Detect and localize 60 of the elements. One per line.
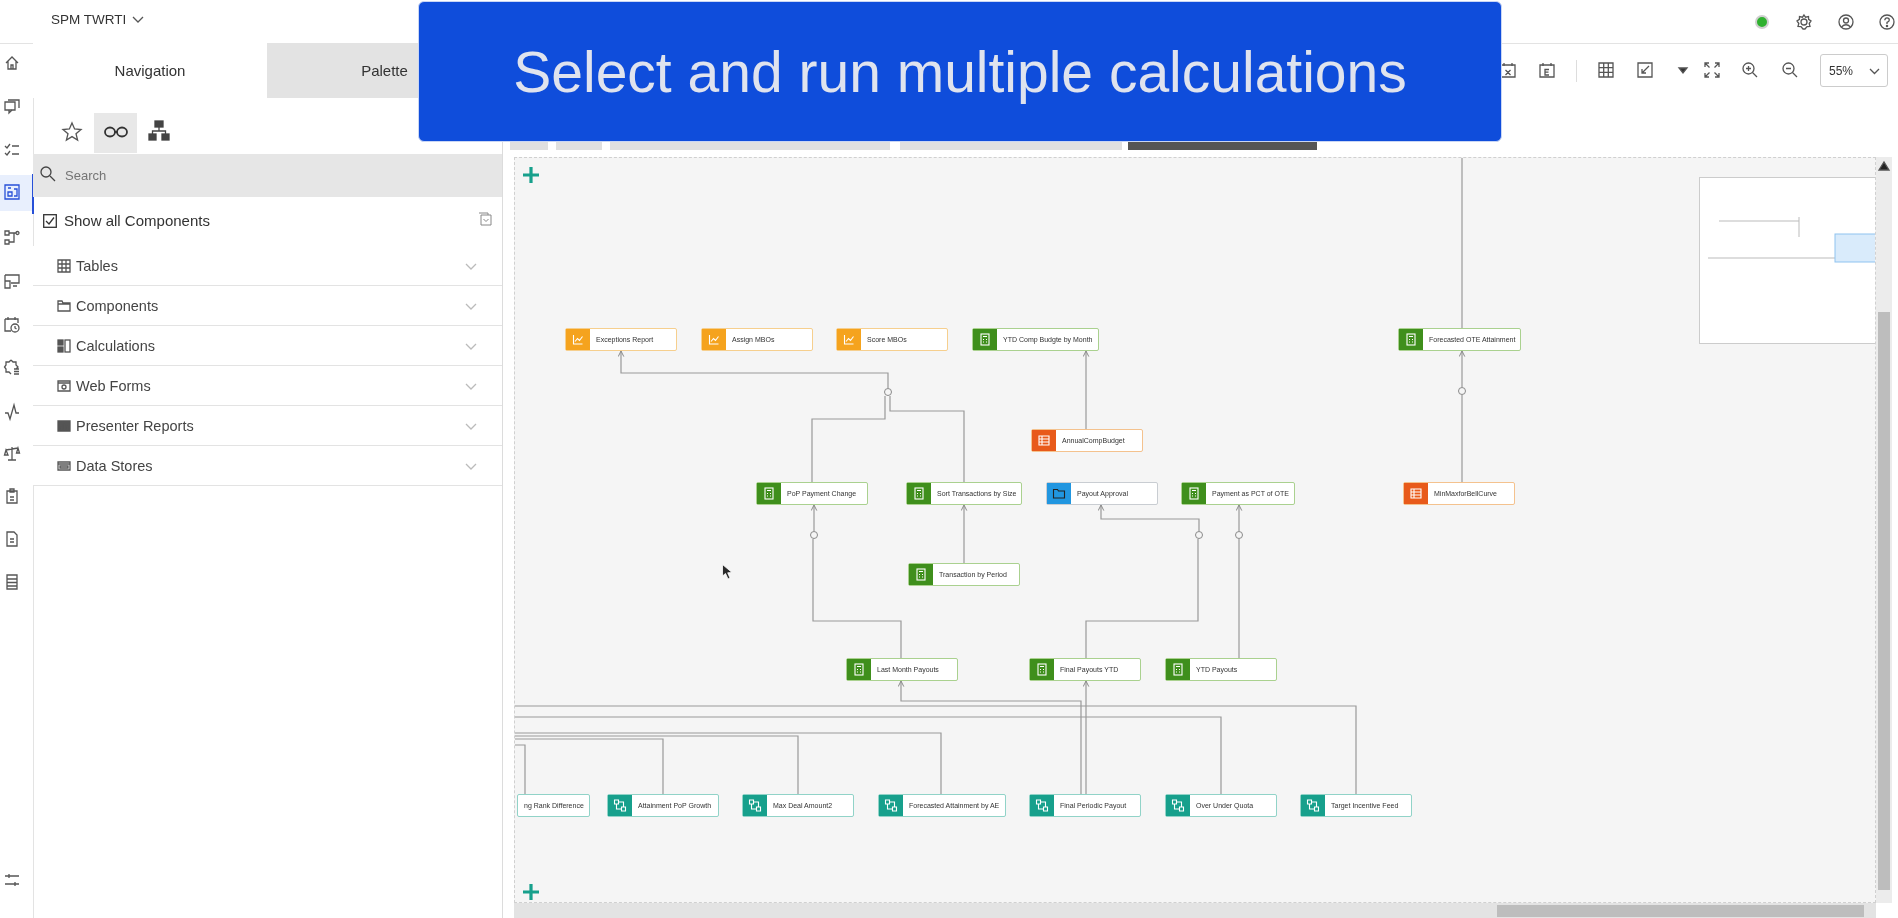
connector-arrow xyxy=(617,350,889,389)
component-card xyxy=(607,794,719,817)
accordion-header: Web Forms xyxy=(33,366,502,406)
component-card xyxy=(1165,658,1277,681)
connector-arrow xyxy=(810,504,818,532)
connector-arrow xyxy=(1458,350,1466,388)
connector-line xyxy=(889,395,965,483)
component-card xyxy=(1300,794,1412,817)
navigation-tab: Navigation xyxy=(33,43,267,98)
junction-circle xyxy=(1195,531,1203,539)
connector-arrow xyxy=(897,680,1082,795)
zoom-level-select: 55% xyxy=(1820,54,1888,87)
component-card xyxy=(742,794,854,817)
connector-line xyxy=(515,732,942,795)
connector-line xyxy=(1461,158,1463,329)
connector-line xyxy=(515,705,1357,795)
accordion-header: Data Stores xyxy=(33,446,502,486)
connector-arrow xyxy=(1082,680,1090,795)
accordion-header: Calculations xyxy=(33,326,502,366)
connector-line xyxy=(1461,394,1463,483)
component-card xyxy=(1398,328,1522,351)
component-card xyxy=(846,658,958,681)
component-card xyxy=(1403,482,1515,505)
connector-arrow xyxy=(1235,504,1243,532)
component-card xyxy=(908,563,1020,586)
component-card xyxy=(836,328,948,351)
connector-line xyxy=(812,538,902,659)
component-card xyxy=(1029,794,1141,817)
connector-line xyxy=(1085,538,1199,659)
component-card xyxy=(906,482,1023,505)
checkbox-label: Show all Components xyxy=(64,212,210,229)
connector-line xyxy=(1238,538,1240,659)
accordion-header: Presenter Reports xyxy=(33,406,502,446)
connector-line xyxy=(515,735,799,795)
connector-line xyxy=(515,738,664,795)
connector-line xyxy=(515,716,1222,795)
component-card xyxy=(1029,658,1141,681)
component-card xyxy=(1165,794,1277,817)
junction-circle xyxy=(810,531,818,539)
junction-circle xyxy=(884,388,892,396)
component-card xyxy=(565,328,677,351)
connector-arrow xyxy=(1082,350,1090,430)
accordion-header: Components xyxy=(33,286,502,326)
junction-circle xyxy=(1235,531,1243,539)
component-card xyxy=(756,482,868,505)
workspace-name: SPM TWRTI xyxy=(51,12,127,27)
component-card xyxy=(1046,482,1158,505)
component-card xyxy=(517,794,590,817)
component-card xyxy=(972,328,1099,351)
title-banner: Select and run multiple calculations xyxy=(418,1,1502,142)
component-card xyxy=(878,794,1006,817)
component-card xyxy=(1031,429,1143,452)
component-card xyxy=(701,328,813,351)
connector-arrow xyxy=(960,504,968,564)
connector-line xyxy=(811,395,886,483)
connector-line xyxy=(515,744,526,795)
connector-arrow xyxy=(1097,504,1200,532)
junction-circle xyxy=(1458,387,1466,395)
accordion-header: Tables xyxy=(33,246,502,286)
component-card xyxy=(1181,482,1295,505)
